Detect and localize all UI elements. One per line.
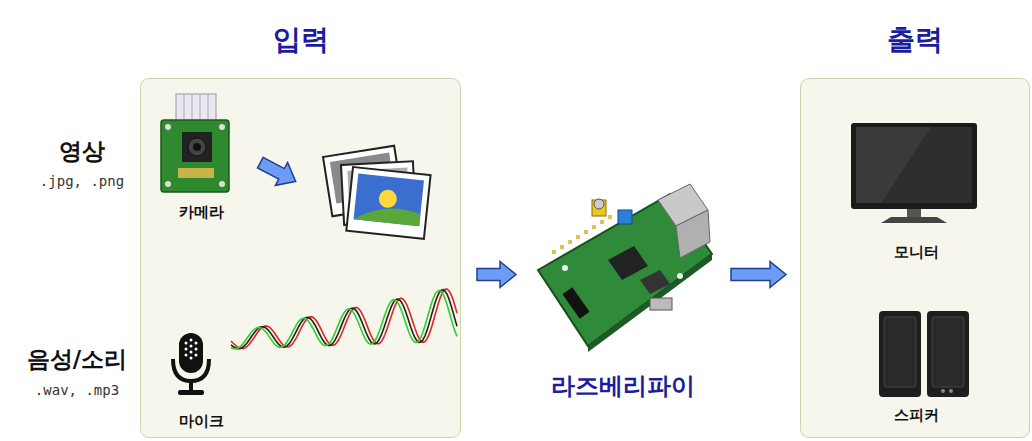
device-label: 카메라 <box>179 203 224 221</box>
panel-heading: 출력 <box>887 23 943 56</box>
file-format-label: .wav, .mp3 <box>8 382 146 398</box>
text-holder: 출력 <box>801 21 1029 59</box>
media-label: 음성/소리 <box>8 344 146 375</box>
device-node: 카메라 <box>156 94 246 224</box>
text-holder: 입력 <box>141 21 460 59</box>
flow-arrow <box>477 262 516 288</box>
text-holder: 마이크 <box>156 411 246 431</box>
device-label: 마이크 <box>179 412 224 430</box>
board-label: 라즈베리파이 <box>551 372 695 400</box>
device-label: 모니터 <box>894 243 939 261</box>
device-label: 스피커 <box>894 406 939 424</box>
text-holder: 모니터 <box>841 242 991 262</box>
device-illustration <box>841 119 991 264</box>
text-holder: 스피커 <box>841 405 991 425</box>
device-node: 마이크 <box>156 327 246 433</box>
group-panel: 출력모니터스피커 <box>800 78 1030 438</box>
file-format-label: .jpg, .png <box>14 173 150 189</box>
board-node: 라즈베리파이 <box>530 180 715 402</box>
group-panel: 입력카메라마이크 <box>140 78 461 438</box>
text-holder: 라즈베리파이 <box>530 370 715 402</box>
text-holder: 카메라 <box>156 202 246 222</box>
media-label: 영상 <box>22 136 142 167</box>
device-illustration <box>530 180 715 398</box>
device-node: 모니터 <box>841 119 991 264</box>
flow-arrow <box>731 262 786 288</box>
panel-heading: 입력 <box>273 23 329 56</box>
device-node: 스피커 <box>841 307 991 427</box>
